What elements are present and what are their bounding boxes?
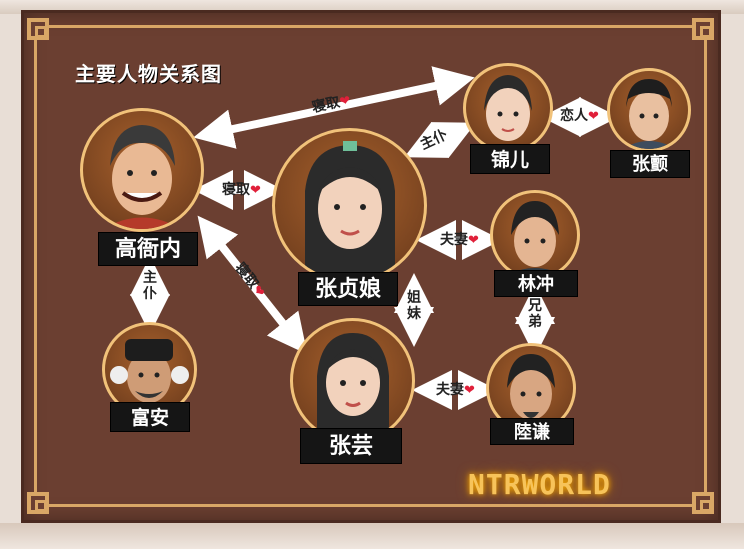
corner-ornament-tl bbox=[27, 18, 49, 40]
avatar-zhang-zhenniang bbox=[272, 128, 427, 283]
heart-icon: ❤ bbox=[468, 233, 479, 248]
corner-ornament-bl bbox=[27, 492, 49, 514]
relation-label-gao-fu: 主仆 bbox=[142, 270, 158, 302]
name-label-fu-an: 富安 bbox=[110, 402, 190, 432]
corner-ornament-br bbox=[692, 492, 714, 514]
relation-text: 姐妹 bbox=[407, 290, 421, 322]
name-label-lu-qian: 陸谦 bbox=[490, 418, 574, 445]
name-label-zhang-zhenniang: 张贞娘 bbox=[298, 272, 398, 306]
heart-icon: ❤ bbox=[588, 109, 599, 124]
name-label-zhang-yun: 张芸 bbox=[300, 428, 402, 464]
arrow-gao-yun bbox=[197, 215, 308, 355]
inner-border bbox=[34, 25, 707, 507]
relation-label-gao-zhen: 寝取❤ bbox=[222, 182, 261, 199]
name-label-lin-chong: 林冲 bbox=[494, 270, 578, 297]
bottom-frame bbox=[0, 523, 744, 549]
corner-ornament-tr bbox=[692, 18, 714, 40]
relation-text: 寝取 bbox=[222, 182, 250, 198]
avatar-lin-chong bbox=[490, 190, 580, 280]
portrait-icon bbox=[622, 79, 676, 149]
watermark-logo: NTRWORLD bbox=[468, 468, 611, 501]
relation-text: 主仆 bbox=[143, 270, 157, 302]
name-label-zhang-fan: 张颤 bbox=[610, 150, 690, 178]
relation-label-zhen-lin: 夫妻❤ bbox=[440, 232, 479, 249]
relation-label-zhen-yun: 姐妹 bbox=[406, 290, 422, 322]
name-label-gao-yanei: 高衙内 bbox=[98, 232, 198, 266]
relation-text: 夫妻 bbox=[440, 232, 468, 248]
portrait-icon bbox=[484, 75, 532, 141]
relation-text: 恋人 bbox=[560, 108, 588, 124]
relation-label-jin-fan: 恋人❤ bbox=[560, 108, 599, 125]
relation-text: 夫妻 bbox=[436, 382, 464, 398]
portrait-icon bbox=[503, 201, 567, 277]
heart-icon: ❤ bbox=[250, 183, 261, 198]
avatar-fu-an bbox=[102, 322, 197, 417]
relation-label-lin-lu: 兄弟 bbox=[527, 298, 543, 330]
portrait-icon bbox=[305, 141, 395, 280]
relation-label-yun-lu: 夫妻❤ bbox=[436, 382, 475, 399]
diagram-title: 主要人物关系图 bbox=[75, 62, 222, 86]
avatar-zhang-fan bbox=[607, 68, 691, 152]
name-label-jin-er: 锦儿 bbox=[470, 144, 550, 174]
heart-icon: ❤ bbox=[464, 383, 475, 398]
avatar-zhang-yun bbox=[290, 318, 415, 443]
arrow-jin-zhen bbox=[404, 121, 476, 159]
portrait-icon bbox=[103, 125, 181, 229]
portrait-icon bbox=[315, 333, 391, 440]
avatar-gao-yanei bbox=[80, 108, 204, 232]
relation-text: 兄弟 bbox=[528, 298, 542, 330]
portrait-icon bbox=[110, 339, 189, 403]
arrow-gao-jin bbox=[193, 66, 475, 149]
avatar-jin-er bbox=[463, 63, 553, 153]
